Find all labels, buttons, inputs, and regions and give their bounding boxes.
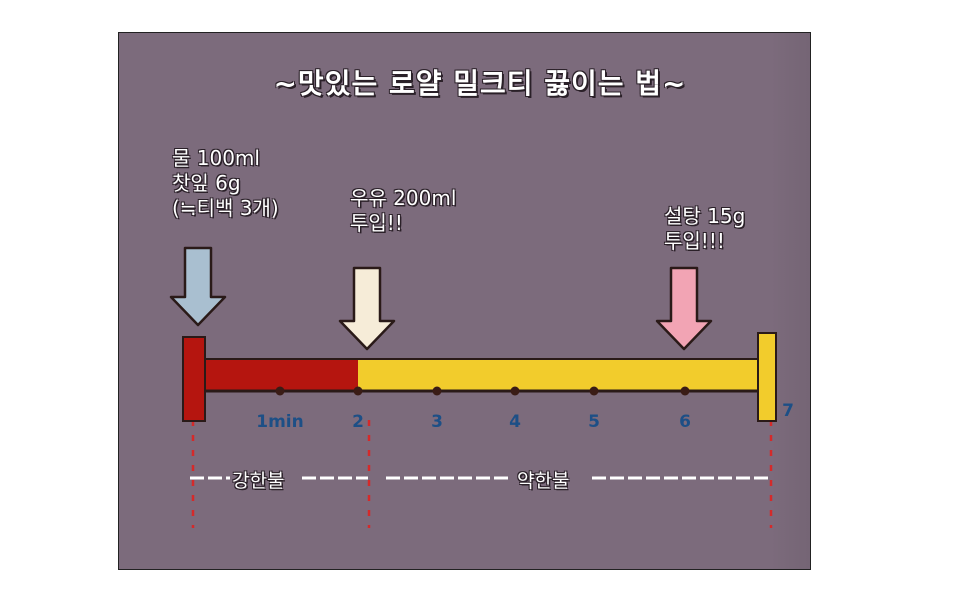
note-line: 찻잎 6g <box>172 171 241 195</box>
guide-lines <box>190 420 773 528</box>
down-arrow-icon <box>169 246 227 327</box>
tick-dot <box>353 386 363 396</box>
note-line: 물 100ml <box>172 146 260 170</box>
phase-label-low-heat: 약한불 <box>517 470 570 492</box>
tick-label-2: 2 <box>352 412 364 432</box>
note-add-sugar: 설탕 15g 투입!!! <box>664 204 745 254</box>
tick-dot <box>432 386 442 396</box>
event-arrows <box>169 246 713 351</box>
low-heat-bar <box>358 359 768 391</box>
tick-dot <box>680 386 690 396</box>
strong-heat-bar <box>195 359 358 391</box>
note-line: (≒티백 3개) <box>172 196 279 220</box>
tick-label-5: 5 <box>588 412 600 432</box>
tick-dot <box>510 386 520 396</box>
tick-dots <box>275 386 690 396</box>
phase-label-strong-heat: 강한불 <box>232 470 285 492</box>
tick-label-6: 6 <box>679 412 691 432</box>
down-arrow-icon <box>655 266 713 351</box>
start-end-cap <box>182 336 206 422</box>
board-shade <box>770 33 810 569</box>
tick-label-3: 3 <box>431 412 443 432</box>
tick-label-4: 4 <box>509 412 521 432</box>
note-add-milk: 우유 200ml 투입!! <box>350 186 456 236</box>
page-title: ~맛있는 로얄 밀크티 끓이는 법~ <box>273 67 687 100</box>
note-start-ingredients: 물 100ml 찻잎 6g (≒티백 3개) <box>172 146 279 221</box>
end-cap <box>757 332 777 422</box>
tick-label-7: 7 <box>782 401 794 421</box>
tick-dot <box>275 386 285 396</box>
down-arrow-icon <box>338 266 396 351</box>
timeline-bars <box>182 332 777 422</box>
tick-label-1min: 1min <box>256 412 303 432</box>
note-line: 투입!!! <box>664 229 725 253</box>
note-line: 우유 200ml <box>350 186 457 210</box>
note-line: 설탕 15g <box>664 204 746 228</box>
tick-labels: 1min 2 3 4 5 6 7 <box>256 401 794 432</box>
note-line: 투입!! <box>350 211 403 235</box>
tick-dot <box>589 386 599 396</box>
